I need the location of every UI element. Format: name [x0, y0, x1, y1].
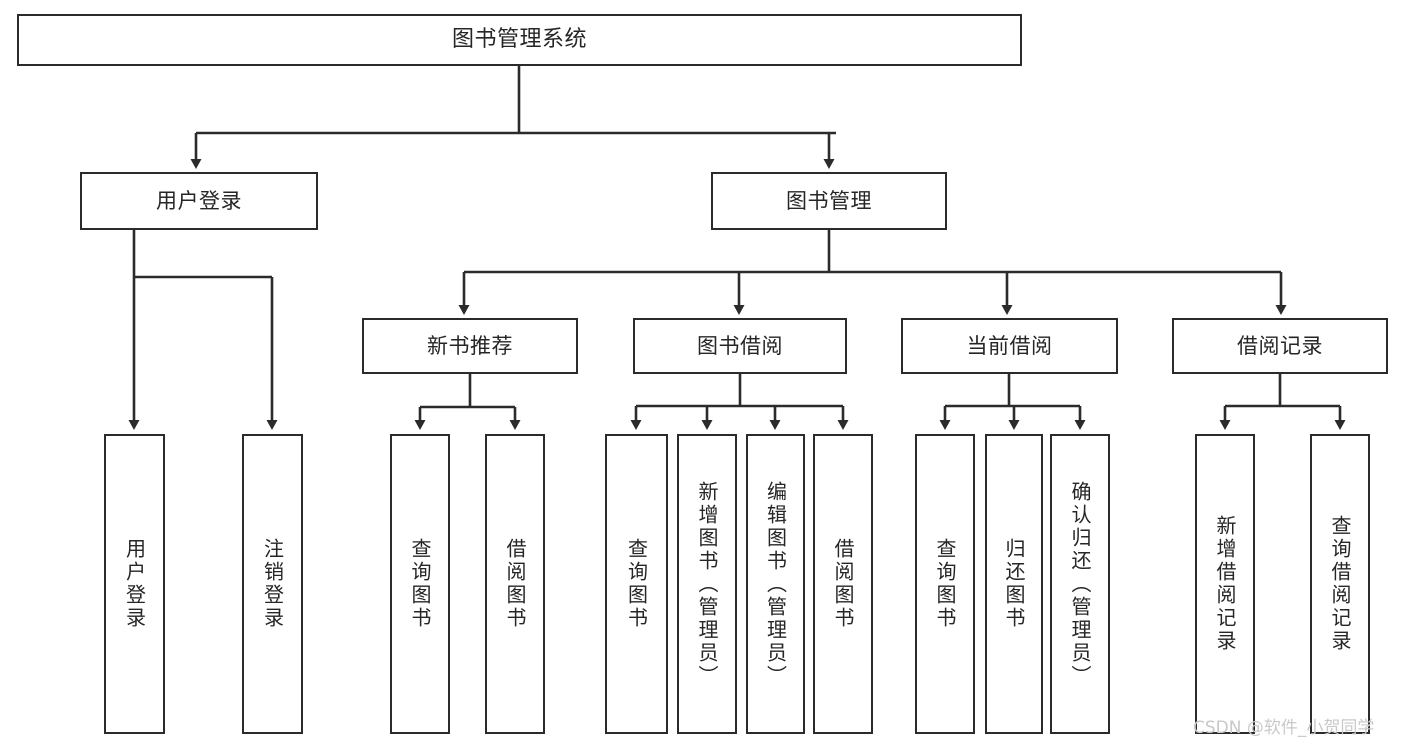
node-book-management-label: 图书管理: [786, 188, 872, 213]
leaf-query-book-borrow[interactable]: 查询图书: [605, 434, 668, 734]
node-user-login[interactable]: 用户登录: [80, 172, 318, 230]
leaf-label: 查询图书: [624, 538, 649, 630]
leaf-label: 查询图书: [408, 538, 432, 630]
leaf-return-book[interactable]: 归还图书: [985, 434, 1043, 734]
leaf-borrow-book-recommend[interactable]: 借阅图书: [485, 434, 545, 734]
node-book-borrow-label: 图书借阅: [697, 333, 783, 358]
node-new-book-recommend[interactable]: 新书推荐: [362, 318, 578, 374]
node-borrow-record[interactable]: 借阅记录: [1172, 318, 1388, 374]
leaf-query-book-current[interactable]: 查询图书: [915, 434, 975, 734]
node-borrow-record-label: 借阅记录: [1237, 333, 1323, 358]
leaf-user-login[interactable]: 用户登录: [104, 434, 165, 734]
leaf-confirm-return-admin[interactable]: 确认归还（管理员）: [1050, 434, 1110, 734]
node-user-login-label: 用户登录: [156, 188, 242, 213]
leaf-label: 注销登录: [260, 538, 285, 630]
node-root[interactable]: 图书管理系统: [17, 14, 1022, 66]
leaf-add-borrow-record[interactable]: 新增借阅记录: [1195, 434, 1255, 734]
node-current-borrow[interactable]: 当前借阅: [901, 318, 1118, 374]
node-current-borrow-label: 当前借阅: [966, 333, 1053, 358]
leaf-label: 用户登录: [122, 538, 147, 630]
node-book-management[interactable]: 图书管理: [711, 172, 947, 230]
leaf-label: 查询借阅记录: [1328, 515, 1352, 653]
leaf-query-book-recommend[interactable]: 查询图书: [390, 434, 450, 734]
leaf-label: 编辑图书（管理员）: [763, 480, 788, 688]
leaf-label: 查询图书: [933, 538, 957, 630]
leaf-label: 新增借阅记录: [1213, 515, 1237, 653]
leaf-label: 确认归还（管理员）: [1068, 480, 1092, 688]
node-new-book-recommend-label: 新书推荐: [427, 333, 513, 358]
leaf-label: 新增图书（管理员）: [695, 480, 719, 688]
leaf-add-book-admin[interactable]: 新增图书（管理员）: [677, 434, 737, 734]
leaf-edit-book-admin[interactable]: 编辑图书（管理员）: [746, 434, 805, 734]
node-root-label: 图书管理系统: [451, 27, 587, 53]
leaf-query-borrow-record[interactable]: 查询借阅记录: [1310, 434, 1370, 734]
csdn-watermark: CSDN @软件_小贺同学: [1193, 718, 1375, 738]
leaf-borrow-book[interactable]: 借阅图书: [813, 434, 873, 734]
leaf-label: 归还图书: [1002, 538, 1026, 630]
leaf-label: 借阅图书: [831, 538, 855, 630]
node-book-borrow[interactable]: 图书借阅: [633, 318, 847, 374]
leaf-logout-login[interactable]: 注销登录: [242, 434, 303, 734]
leaf-label: 借阅图书: [503, 538, 527, 630]
